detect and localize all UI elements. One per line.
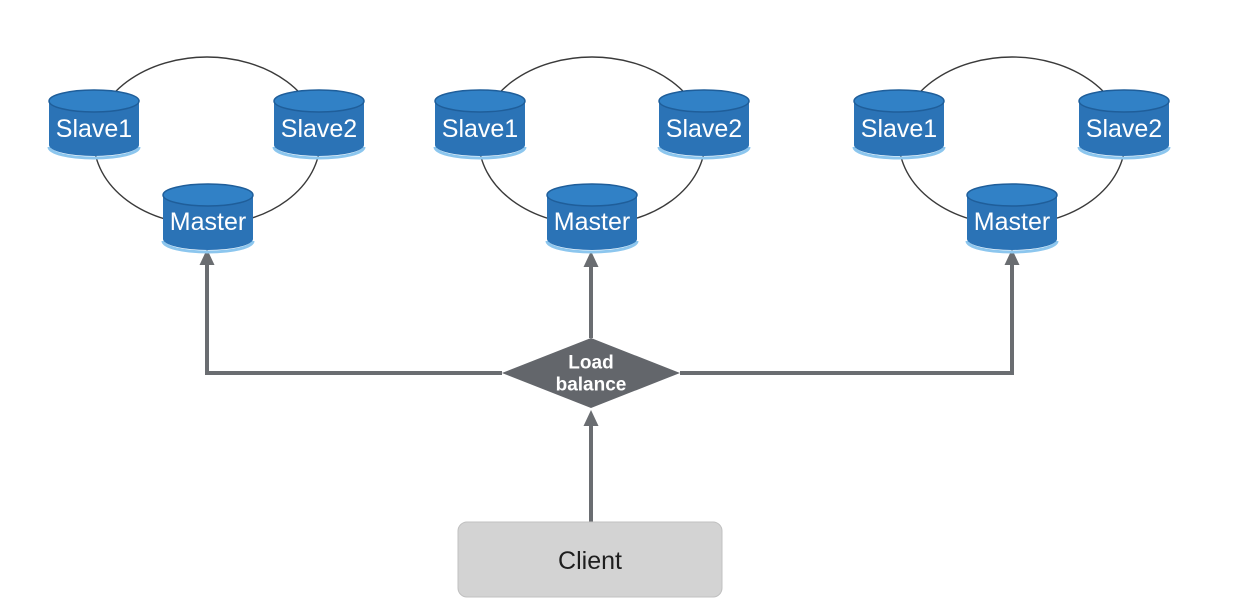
cluster-1-slave1-label: Slave1 [56,115,132,143]
cluster-2-master-cylinder-body [547,195,637,250]
arrow-loadbalance-to-master-1-head [199,249,215,265]
cluster-2-slave1-cylinder-body [435,101,525,156]
cluster-3-slave2-node: Slave2 [1077,89,1171,160]
cluster-3: Slave1 Slave2 Master [852,89,1171,254]
cluster-1-master-cylinder-body [163,195,253,250]
cluster-1-master-label: Master [170,208,246,236]
cluster-3-master-cylinder-rim [965,240,1059,254]
cluster-2-slave1-label: Slave1 [442,115,518,143]
cluster-2: Slave1 Slave2 Master [433,89,751,254]
cluster-1-slave2-cylinder-rim [272,146,366,160]
cluster-2-master-cylinder-rim [545,240,639,254]
cluster-3-slave1-node: Slave1 [852,89,946,160]
cluster-1-slave2-cylinder-body [274,101,364,156]
load-balancer-node: Load balance [502,338,680,408]
cluster-3-slave1-label: Slave1 [861,115,937,143]
cluster-1-slave2-node: Slave2 [272,89,366,160]
client-box [457,521,723,598]
load-balancer-diamond [502,338,680,408]
arrow-loadbalance-to-master-3-head [1004,249,1020,265]
cluster-2-slave1-cylinder-top [434,89,526,113]
cluster-2-master-cylinder-top [546,183,638,207]
cluster-3-slave1-cylinder-body [854,101,944,156]
cluster-3-slave2-label: Slave2 [1086,115,1162,143]
cluster-2-slave2-cylinder-body [659,101,749,156]
cluster-1-slave1-cylinder-body [49,101,139,156]
cluster-3-slave1-cylinder-rim [852,146,946,160]
load-balancer-label-line1: Load [568,353,613,374]
cluster-1-master-cylinder-rim [161,240,255,254]
cluster-1-slave2-label: Slave2 [281,115,357,143]
cluster-2-master-node: Master [545,183,639,254]
client-label: Client [558,547,622,575]
arrow-layer [199,249,1020,522]
cluster-3-slave2-cylinder-rim [1077,146,1171,160]
cluster-3-master-node: Master [965,183,1059,254]
cluster-2-slave1-cylinder-rim [433,146,527,160]
client-node: Client [457,521,723,598]
cluster-1-slave1-cylinder-top [48,89,140,113]
cluster-2-slave2-cylinder-top [658,89,750,113]
arrow-loadbalance-to-master-3-line [680,263,1014,375]
cluster-2-slave2-label: Slave2 [666,115,742,143]
cluster-1: Slave1 Slave2 Master [47,89,366,254]
cluster-2-master-label: Master [554,208,630,236]
arrow-loadbalance-to-master-2-head [583,251,599,267]
cluster-2-slave1-node: Slave1 [433,89,527,160]
cluster-3-slave2-cylinder-body [1079,101,1169,156]
cluster-3-master-label: Master [974,208,1050,236]
load-balancer-label-line2: balance [556,375,627,396]
cluster-2-slave2-node: Slave2 [657,89,751,160]
cluster-1-slave1-node: Slave1 [47,89,141,160]
arrow-client-to-loadbalance-head [583,410,599,426]
cluster-1-slave1-cylinder-rim [47,146,141,160]
cluster-3-master-cylinder-body [967,195,1057,250]
cluster-2-slave2-cylinder-rim [657,146,751,160]
cluster-1-master-cylinder-top [162,183,254,207]
cluster-3-slave1-cylinder-top [853,89,945,113]
cluster-3-slave2-cylinder-top [1078,89,1170,113]
cluster-1-master-node: Master [161,183,255,254]
arrow-loadbalance-to-master-1-line [205,263,502,375]
cluster-3-master-cylinder-top [966,183,1058,207]
cluster-1-slave2-cylinder-top [273,89,365,113]
